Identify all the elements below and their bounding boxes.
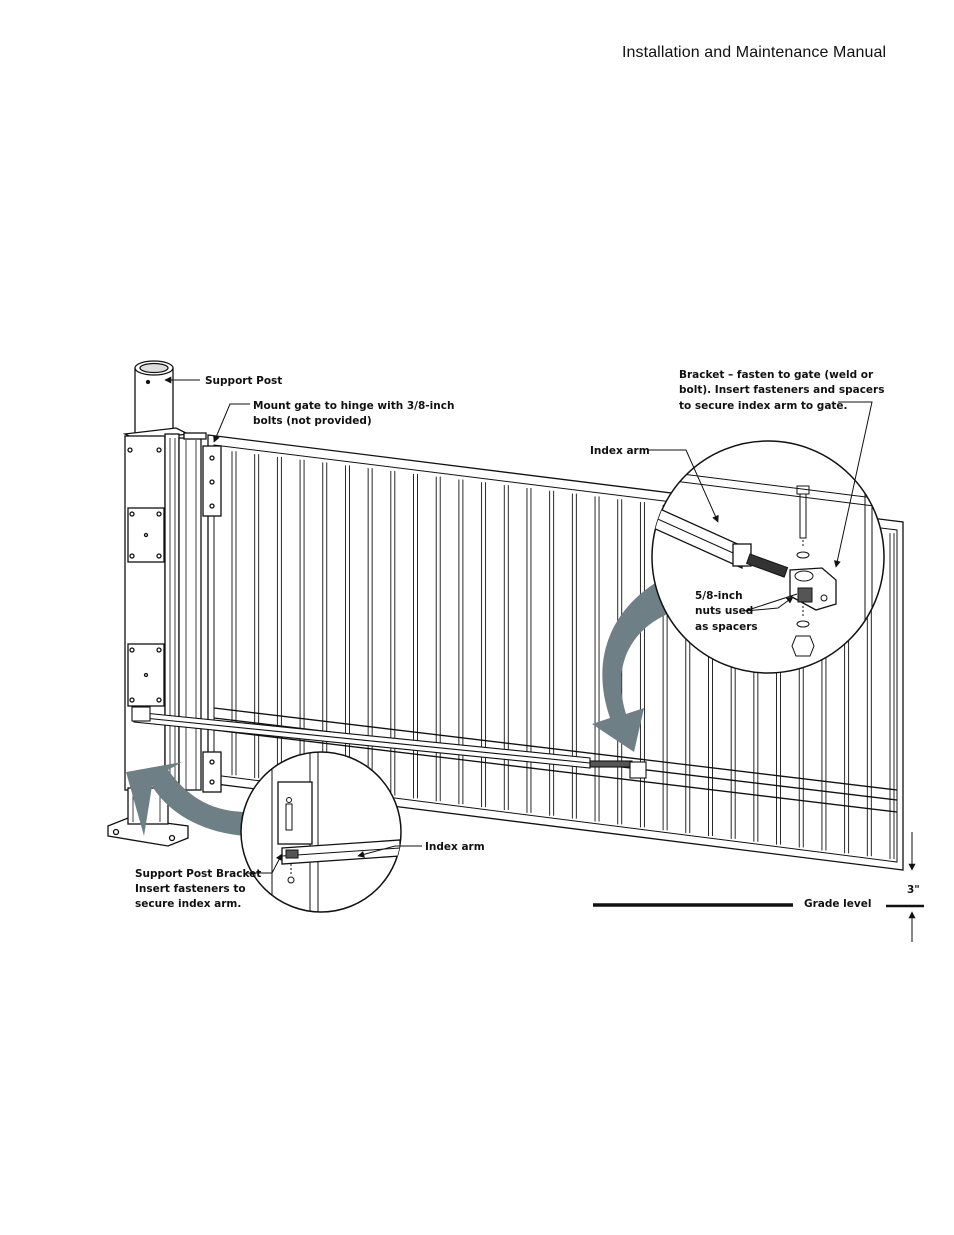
index-arm-top-label: Index arm bbox=[590, 445, 650, 457]
curved-arrow-bottom bbox=[126, 762, 248, 836]
page-header-title: Installation and Maintenance Manual bbox=[622, 44, 887, 61]
support-post-bracket-label-line3: secure index arm. bbox=[135, 898, 241, 910]
nuts-label-line3: as spacers bbox=[695, 621, 758, 633]
support-post bbox=[107, 360, 222, 847]
post-inner-lines bbox=[132, 438, 197, 822]
support-post-label: Support Post bbox=[205, 375, 282, 387]
clearance-label: 3" bbox=[907, 884, 920, 896]
index-arm-main bbox=[131, 706, 647, 779]
bracket-label-line3: to secure index arm to gate. bbox=[679, 400, 848, 412]
detail-circle-bottom bbox=[240, 751, 402, 913]
bracket-label-line2: bolt). Insert fasteners and spacers bbox=[679, 384, 884, 396]
leader-lines bbox=[164, 376, 924, 942]
support-post-bracket-label-line1: Support Post Bracket bbox=[135, 868, 261, 880]
bracket-label-line1: Bracket – fasten to gate (weld or bbox=[679, 369, 874, 381]
mount-gate-label-line2: bolts (not provided) bbox=[253, 415, 372, 427]
grade-level-label: Grade level bbox=[804, 898, 871, 910]
index-arm-bottom-label: Index arm bbox=[425, 841, 485, 853]
support-post-bracket-label-line2: Insert fasteners to bbox=[135, 883, 246, 895]
nuts-label-line1: 5/8-inch bbox=[695, 590, 743, 602]
nuts-label-line2: nuts used bbox=[695, 605, 753, 617]
curved-arrow-top bbox=[592, 580, 672, 752]
mount-gate-label-line1: Mount gate to hinge with 3/8-inch bbox=[253, 400, 454, 412]
